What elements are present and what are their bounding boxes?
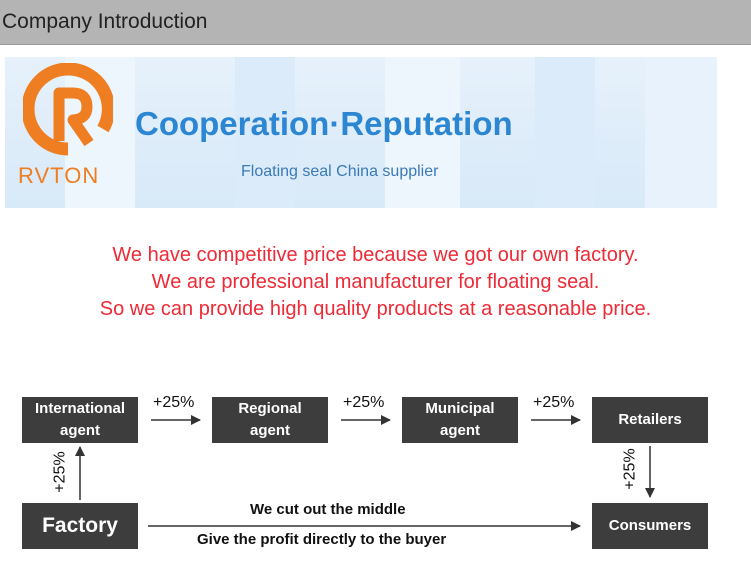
- retailers-box: Retailers: [592, 397, 708, 443]
- markup-label: +25%: [343, 394, 385, 411]
- markup-label: +25%: [533, 394, 575, 411]
- banner-subtitle: Floating seal China supplier: [241, 163, 439, 180]
- markup-label: +25%: [621, 448, 639, 490]
- logo-text: RVTON: [18, 163, 100, 188]
- banner-title: Cooperation·Reputation: [135, 105, 513, 142]
- slogan-line: So we can provide high quality products …: [99, 298, 652, 320]
- slogan-line: We are professional manufacturer for flo…: [151, 271, 600, 293]
- markup-label: +25%: [153, 394, 195, 411]
- section-header: Company Introduction: [0, 0, 751, 45]
- company-banner: RVTON Cooperation·Reputation Floating se…: [5, 57, 717, 208]
- section-title: Company Introduction: [2, 10, 208, 33]
- factory-box: Factory: [22, 503, 138, 549]
- cut-middle-text: We cut out the middle: [250, 501, 406, 518]
- profit-text: Give the profit directly to the buyer: [197, 531, 447, 548]
- consumers-box: Consumers: [592, 503, 708, 549]
- markup-label: +25%: [51, 451, 69, 493]
- rvton-logo-icon: [23, 63, 113, 156]
- slogan-line: We have competitive price because we got…: [112, 244, 639, 266]
